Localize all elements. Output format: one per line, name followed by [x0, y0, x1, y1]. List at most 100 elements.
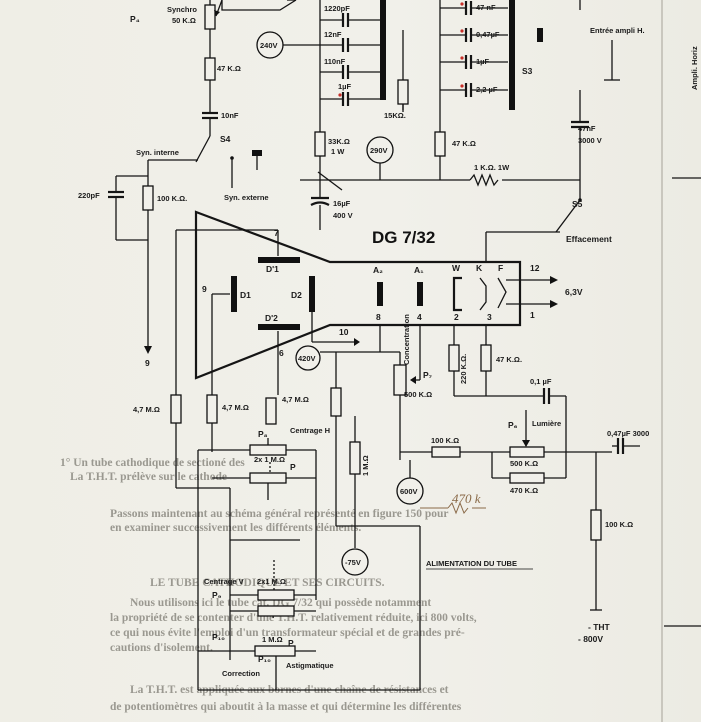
k-label: K — [476, 263, 483, 273]
r-47m-3-label-a: 4,7 M.Ω — [282, 395, 309, 404]
r-33k-watt: 1 W — [331, 147, 345, 156]
p10-p: P — [288, 638, 294, 648]
cathode-k — [479, 277, 487, 311]
r-47k-mid — [434, 131, 446, 157]
v240-label: 240V — [260, 41, 278, 50]
entree-ampli-label: Entrée ampli H. — [590, 26, 645, 35]
v290-label: 290V — [370, 146, 388, 155]
r-470k-label: 470 K.Ω — [510, 486, 538, 495]
bg-line-2: La T.H.T. prélève sur le cathode — [70, 471, 227, 483]
r-470k — [509, 472, 545, 484]
entree-ampli: Entrée ampli H. Ampli. Horiz 47nF 3000 V… — [485, 0, 699, 262]
r-47k-k-label: 47 K.Ω. — [496, 355, 522, 364]
r-1m-label: 1 M.Ω — [361, 455, 370, 476]
c-22uf-label: 2,2 µF — [476, 85, 498, 94]
c-16uf-label: 16µF — [333, 199, 351, 208]
pin-3: 3 — [487, 312, 492, 322]
effacement-label: Effacement — [566, 234, 612, 244]
d1-label: D1 — [240, 290, 251, 300]
p10b-label: P₁₀ — [258, 654, 271, 664]
bg-line-3: Passons maintenant au schéma général rep… — [110, 508, 449, 520]
r-15k — [397, 79, 409, 105]
p10-value: 1 M.Ω — [262, 635, 283, 644]
syn-externe-label: Syn. externe — [224, 193, 269, 202]
r-100k-h — [431, 446, 461, 458]
s4-switch — [195, 135, 211, 163]
focus-section: 420V Concentration P₇ 500 K.Ω 220 K.Ω. 4… — [295, 314, 649, 644]
bg-line-11: de potentiomètres qui aboutit à la masse… — [110, 701, 462, 713]
p7-label: P₇ — [423, 370, 433, 380]
p6-pot — [509, 446, 545, 458]
r-47k-mid-label: 47 K.Ω — [452, 139, 476, 148]
p8-label: P₈ — [258, 429, 268, 439]
pin-6: 6 — [279, 348, 284, 358]
pin-9: 9 — [202, 284, 207, 294]
c-47nf-right-label: 47nF — [578, 124, 596, 133]
r-33k-label: 33K.Ω — [328, 137, 350, 146]
r-47k-synchro — [204, 57, 216, 81]
v800-label: - 800V — [578, 634, 603, 644]
c-12nf-label: 12nF — [324, 30, 342, 39]
r-47k-k — [480, 344, 492, 372]
vm75-label: -75V — [345, 558, 361, 567]
hand-note: 470 k — [452, 491, 481, 506]
tht-label: - THT — [588, 622, 611, 632]
r-47m-3 — [265, 397, 277, 425]
p8-pot-a — [249, 444, 287, 456]
bg-line-7: la propriété de se contenter d'une T.H.T… — [110, 612, 477, 624]
v63-label: 6,3V — [565, 287, 583, 297]
d2p-label: D'2 — [265, 313, 278, 323]
p8-pot-b — [249, 472, 287, 484]
s3-label: S3 — [522, 66, 533, 76]
s4-label: S4 — [220, 134, 231, 144]
r-100k-tht-label: 100 K.Ω — [605, 520, 633, 529]
c-047uf-3000-label: 0,47µF 3000 — [607, 429, 649, 438]
tube-outline — [194, 210, 522, 380]
pin-9-lower: 9 — [145, 358, 150, 368]
d1p-label: D'1 — [266, 264, 279, 274]
c-01uf-label: 0,1 µF — [530, 377, 552, 386]
ampli-horiz-label: Ampli. Horiz — [690, 46, 699, 90]
r-100k-tht — [590, 509, 602, 541]
filament-f — [497, 277, 507, 309]
c-10nf-label: 10nF — [221, 111, 239, 120]
syn-interne-label: Syn. interne — [136, 148, 179, 157]
p9-value: 2x1 M.Ω — [257, 577, 286, 586]
p7-value: 500 K.Ω — [404, 390, 432, 399]
r-47k-synchro-label: 47 K.Ω — [217, 64, 241, 73]
centrage-v-label: Centrage V — [204, 577, 244, 586]
r-220k — [448, 344, 460, 372]
synchro-section: P₄ Synchro 50 K.Ω 47 K.Ω 10nF S4 Syn. in… — [78, 0, 297, 368]
w-label: W — [452, 263, 461, 273]
r-47m-2 — [206, 394, 218, 424]
p4-label: P₄ — [130, 14, 140, 24]
background-text: 1° Un tube cathodique de sectioné des La… — [60, 457, 477, 713]
astigmatique-label: Astigmatique — [286, 661, 334, 670]
c-3000v-label: 3000 V — [578, 136, 602, 145]
lumiere-label: Lumière — [532, 419, 561, 428]
c-110nf-label: 110nF — [324, 57, 346, 66]
v600-label: 600V — [400, 487, 418, 496]
bg-line-6: Nous utilisons ici le tube cat. DG 7/32 … — [130, 597, 431, 609]
alim-label: ALIMENTATION DU TUBE — [426, 559, 517, 568]
d2-label: D2 — [291, 290, 302, 300]
hand-resistor — [447, 501, 469, 515]
p9-pot-a — [257, 589, 295, 601]
pin-1: 1 — [530, 310, 535, 320]
concentration-label: Concentration — [402, 314, 411, 365]
r-1m — [349, 441, 361, 475]
p6-label: P₆ — [508, 420, 518, 430]
s5-label: S5 — [572, 199, 583, 209]
r-47m-2-label: 4,7 M.Ω — [222, 403, 249, 412]
r-100k-syn — [142, 185, 154, 211]
synchro-value: 50 K.Ω — [172, 16, 196, 25]
bg-line-1: 1° Un tube cathodique de sectioné des — [60, 457, 245, 469]
c-1uf-right-label: 1µF — [476, 57, 489, 66]
a2-label: A₂ — [373, 265, 383, 275]
p9-label: P₉ — [212, 590, 222, 600]
pin-12: 12 — [530, 263, 540, 273]
centering-network: 4,7 M.Ω 4,7 M.Ω 4,7 M.Ω P₈ Centrage H 2x… — [133, 294, 421, 691]
r-1k — [469, 173, 499, 187]
centrage-h-label: Centrage H — [290, 426, 330, 435]
